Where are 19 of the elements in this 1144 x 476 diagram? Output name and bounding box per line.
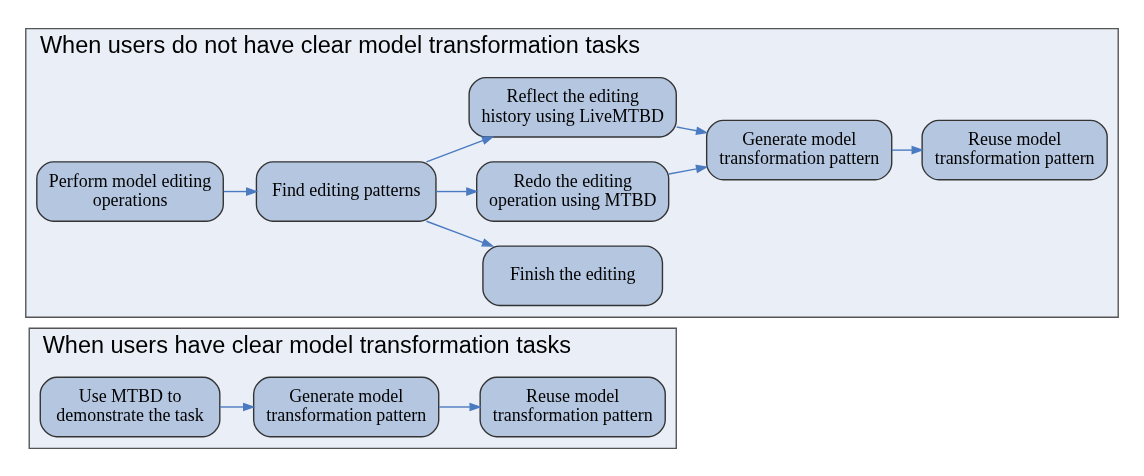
node-box: Reflect the editing history using LiveMTBD — [468, 76, 677, 138]
arrow — [438, 402, 482, 411]
node-box: Generate model transformation pattern — [252, 376, 440, 437]
node-box: Perform model editing operations — [36, 160, 224, 222]
arrow — [219, 402, 256, 411]
arrow — [668, 164, 709, 175]
arrow — [223, 186, 259, 196]
arrow — [435, 186, 479, 196]
node-box: Reuse model transformation pattern — [479, 376, 666, 437]
node-box: Finish the editing — [482, 244, 664, 306]
node-box: Generate model transformation pattern — [705, 119, 893, 180]
node-box: Use MTBD to demonstrate the task — [39, 376, 221, 437]
arrow — [676, 125, 709, 135]
arrow — [891, 145, 924, 154]
arrow — [425, 220, 495, 247]
node-box: Redo the editing operation using MTBD — [476, 160, 670, 222]
node-box: Find editing patterns — [255, 160, 437, 222]
arrow — [425, 135, 495, 163]
node-box: Reuse model transformation pattern — [921, 119, 1108, 180]
